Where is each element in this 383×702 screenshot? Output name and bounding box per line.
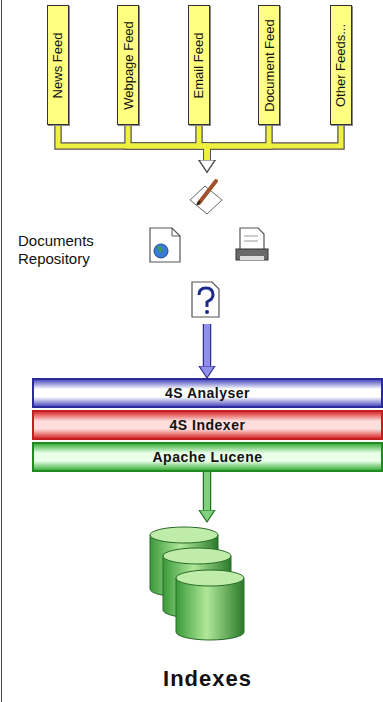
feed-box: Other Feeds... <box>330 5 352 125</box>
layer-band: 4S Analyser <box>32 378 383 408</box>
connector <box>204 472 210 510</box>
feed-label: Other Feeds... <box>334 23 349 106</box>
pen-nib <box>197 201 200 205</box>
globe-document-icon <box>150 228 180 262</box>
index-store: Indexes <box>125 522 290 698</box>
connector <box>58 125 207 160</box>
feed-label: Email Feed <box>192 32 207 98</box>
connector <box>207 125 341 160</box>
cylinder-top <box>163 548 231 564</box>
document-fold <box>172 228 180 236</box>
printer-document-icon <box>236 228 268 260</box>
connector <box>128 125 207 160</box>
globe-land <box>157 246 162 253</box>
connector <box>58 125 207 160</box>
feed-label: Webpage Feed <box>121 21 136 110</box>
page-border <box>1 0 2 702</box>
connector <box>203 324 212 366</box>
unknown-document-icon <box>192 282 219 317</box>
cylinder-top <box>150 527 218 543</box>
pen-shape <box>199 181 216 203</box>
group-label: Documents Repository <box>18 232 114 268</box>
document-shape <box>192 282 219 317</box>
printer-shape <box>236 249 268 260</box>
document-line <box>244 236 258 237</box>
document-shape <box>240 228 264 252</box>
feed-label: Document Feed <box>262 19 277 112</box>
layer-label: Apache Lucene <box>153 449 263 465</box>
cylinder-top <box>176 570 244 586</box>
question-mark <box>199 288 213 307</box>
globe-shape <box>154 244 168 258</box>
feed-label: News Feed <box>51 32 66 98</box>
store-label: Indexes <box>163 666 252 698</box>
layer-band: Apache Lucene <box>32 442 383 472</box>
feed-box: Email Feed <box>188 5 210 125</box>
paper-shape <box>190 186 222 214</box>
printer-slot <box>240 256 264 260</box>
layer-label: 4S Indexer <box>170 417 246 433</box>
database-cylinder <box>176 570 244 640</box>
connector <box>207 125 341 160</box>
connector <box>207 125 269 160</box>
pen-paper-icon <box>190 181 222 214</box>
connector <box>128 125 207 160</box>
feed-box: Document Feed <box>258 5 280 125</box>
document-line <box>244 241 258 242</box>
layer-label: 4S Analyser <box>165 385 250 401</box>
connector <box>203 472 212 510</box>
document-shape <box>150 228 180 262</box>
question-dot <box>205 310 209 314</box>
connector <box>204 324 210 366</box>
layer-band: 4S Indexer <box>32 410 383 440</box>
feed-box: Webpage Feed <box>117 5 139 125</box>
feed-box: News Feed <box>47 5 69 125</box>
repository-group: Documents Repository <box>8 172 308 324</box>
cylinder-body <box>176 578 244 640</box>
